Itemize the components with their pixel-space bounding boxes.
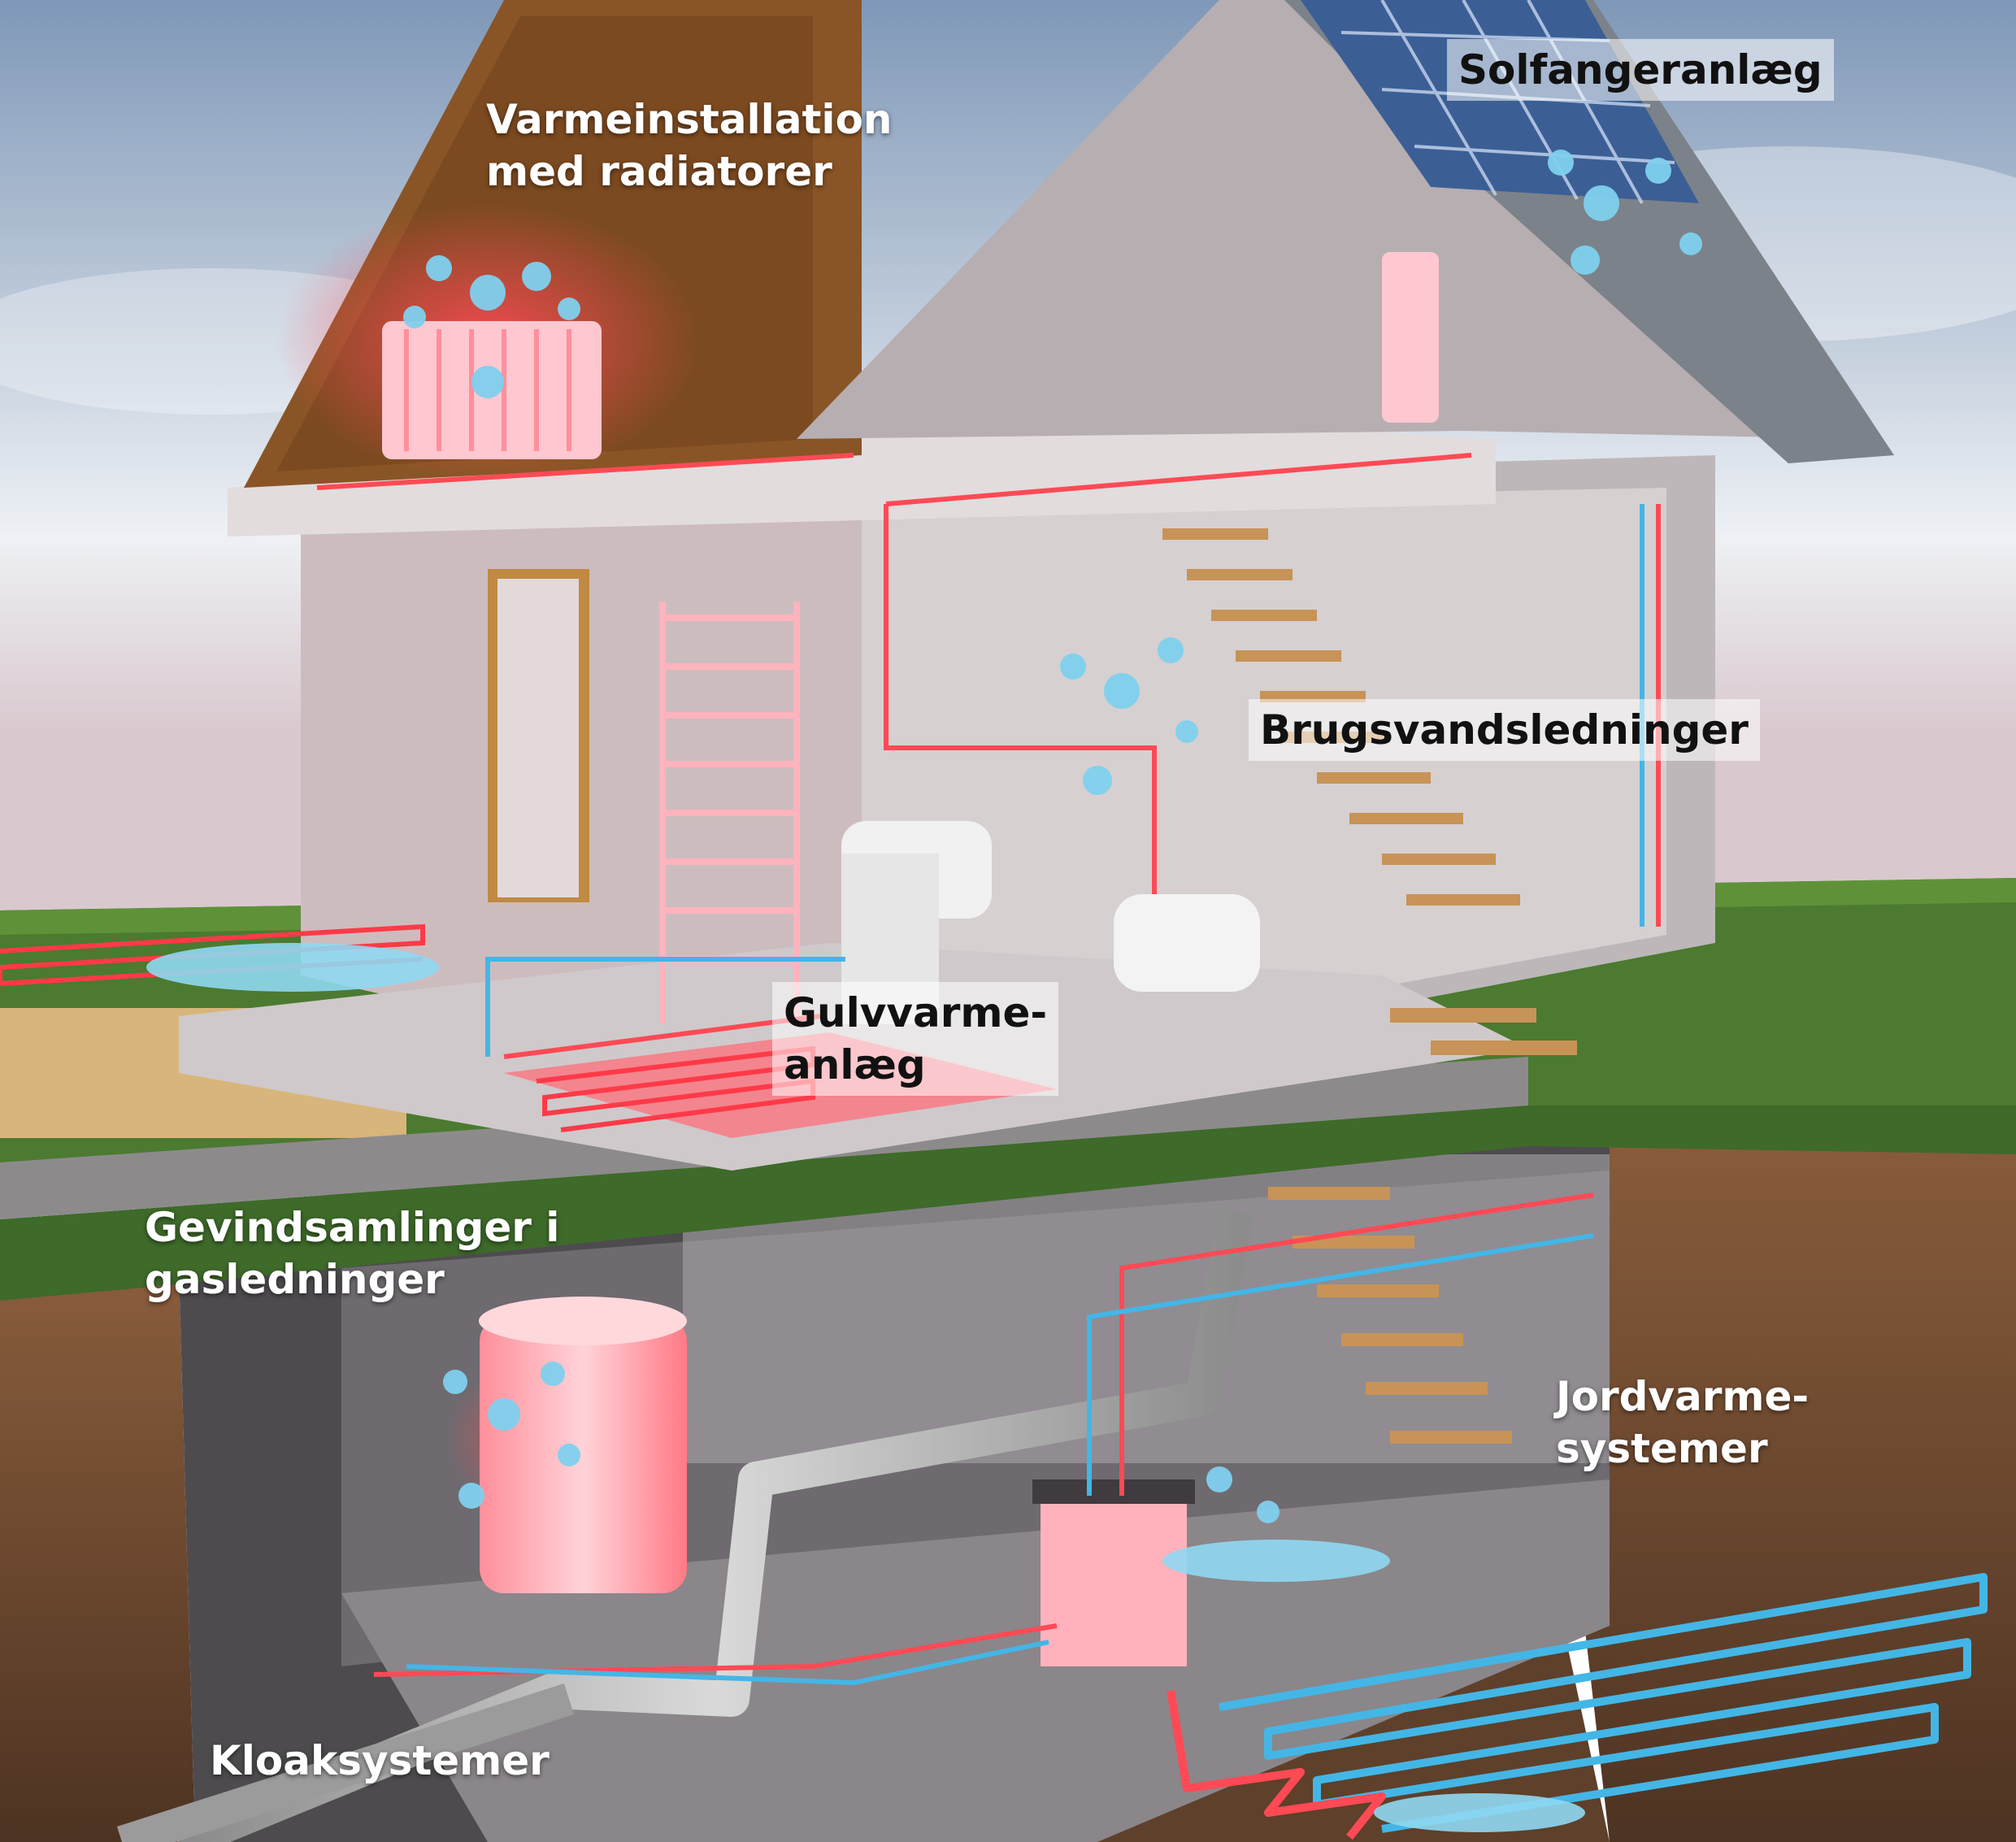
radiator-right [1382, 252, 1439, 423]
geothermal-collector [1167, 1573, 1988, 1840]
water-splashes [403, 150, 1702, 1523]
label-radiators-line1: Varmeinstallation [486, 96, 893, 143]
label-geothermal: Jordvarme- systemer [1556, 1371, 1809, 1475]
label-sewer: Kloaksystemer [210, 1735, 550, 1787]
label-floorheating: Gulvvarme- anlæg [772, 982, 1059, 1096]
label-tapwater: Brugsvandsledninger [1249, 699, 1760, 761]
heat-pump [1041, 1496, 1187, 1666]
label-sewer-text: Kloaksystemer [210, 1737, 550, 1784]
label-tapwater-text: Brugsvandsledninger [1260, 706, 1749, 754]
upper-floor [228, 415, 1496, 537]
label-gas-line1: Gevindsamlinger i [145, 1204, 560, 1251]
toilet [1114, 894, 1260, 992]
label-geothermal-line1: Jordvarme- [1556, 1373, 1810, 1420]
soil-section [0, 1268, 195, 1842]
label-gas: Gevindsamlinger i gasledninger [145, 1201, 559, 1305]
label-solar: Solfangeranlæg [1447, 39, 1834, 101]
sewer-pipe [177, 1208, 1253, 1842]
label-radiators-line2: med radiatorer [486, 148, 832, 195]
basement-staircase [1268, 1187, 1512, 1444]
hot-water-tank [480, 1317, 687, 1593]
label-gas-line2: gasledninger [145, 1256, 445, 1303]
label-radiators: Varmeinstallation med radiatorer [486, 93, 893, 198]
label-solar-text: Solfangeranlæg [1458, 46, 1823, 93]
label-geothermal-line2: systemer [1556, 1425, 1768, 1472]
label-floorheating-line2: anlæg [784, 1041, 926, 1088]
water-puddles [146, 943, 1585, 1832]
label-floorheating-line1: Gulvvarme- [784, 989, 1048, 1036]
